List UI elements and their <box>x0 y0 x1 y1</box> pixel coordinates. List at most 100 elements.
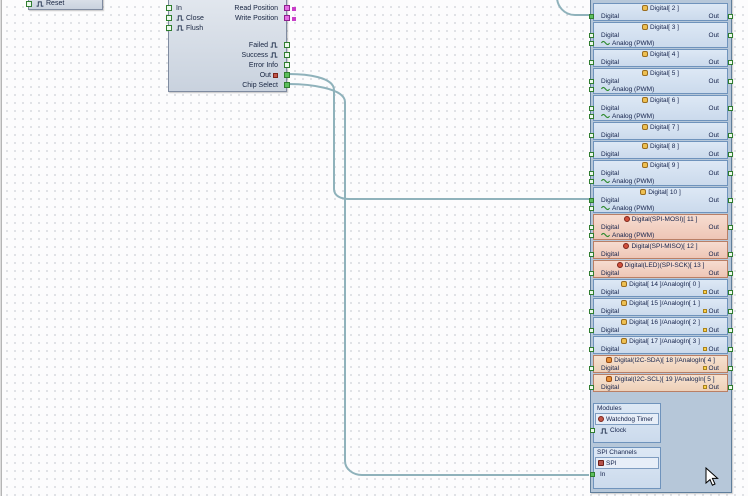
digital-input-pin[interactable] <box>589 365 594 371</box>
digital-out-pin[interactable] <box>728 132 733 138</box>
digital-input-pin[interactable] <box>589 346 594 352</box>
digital-channel[interactable]: Digital[ 17 ]/AnalogIn[ 3 ] Digital Out <box>589 336 733 354</box>
digital-channel[interactable]: Digital[ 6 ] Digital Out Analog (PWM) <box>589 95 733 121</box>
spi-in-pin[interactable] <box>590 472 595 477</box>
digital-out-pin[interactable] <box>728 327 733 333</box>
channel-header: Digital[ 16 ]/AnalogIn[ 2 ] <box>594 318 727 326</box>
digital-out-pin[interactable] <box>728 105 733 111</box>
digital-input-pin[interactable] <box>589 13 594 19</box>
digital-out-pin[interactable] <box>728 59 733 65</box>
arduino-board-component[interactable]: Digital[ 2 ] Digital Out Digital[ 3 ] Di… <box>589 0 733 493</box>
output-pin[interactable] <box>284 15 290 21</box>
digital-out-pin[interactable] <box>728 270 733 276</box>
pwm-input-pin[interactable] <box>589 113 594 119</box>
clock-input-pin[interactable] <box>590 428 595 433</box>
digital-input-pin[interactable] <box>589 327 594 333</box>
digital-channel[interactable]: Digital(SPI-MOSI)[ 11 ] Digital Out Anal… <box>589 214 733 240</box>
output-pin[interactable] <box>284 82 290 88</box>
digital-channel[interactable]: Digital[ 8 ] Digital Out <box>589 141 733 159</box>
pwm-input-pin[interactable] <box>589 40 594 46</box>
digital-channel[interactable]: Digital[ 4 ] Digital Out <box>589 49 733 67</box>
input-pin[interactable] <box>166 5 172 11</box>
digital-channel[interactable]: Digital[ 15 ]/AnalogIn[ 1 ] Digital Out <box>589 298 733 316</box>
digital-channel[interactable]: Digital[ 3 ] Digital Out Analog (PWM) <box>589 22 733 48</box>
digital-input-pin[interactable] <box>589 32 594 38</box>
reset-input-pin[interactable] <box>26 1 32 7</box>
digital-label: Digital <box>601 364 620 372</box>
pin-label: Out <box>259 71 271 79</box>
digital-input-pin[interactable] <box>589 59 594 65</box>
digital-label: Digital <box>601 77 620 85</box>
output-pin[interactable] <box>284 62 290 68</box>
spi-item[interactable]: SPI <box>595 457 659 469</box>
digital-out-pin[interactable] <box>728 170 733 176</box>
wire-to-digital2[interactable] <box>556 0 589 16</box>
digital-out-pin[interactable] <box>728 289 733 295</box>
analogin-marker-icon <box>702 290 707 294</box>
digital-channel[interactable]: Digital[ 9 ] Digital Out Analog (PWM) <box>589 160 733 186</box>
input-pin[interactable] <box>166 15 172 21</box>
digital-channel[interactable]: Digital[ 5 ] Digital Out Analog (PWM) <box>589 68 733 94</box>
digital-out-pin[interactable] <box>728 251 733 257</box>
pin-label: In <box>176 4 182 12</box>
digital-channel[interactable]: Digital(LED)(SPI-SCK)[ 13 ] Digital Out <box>589 260 733 278</box>
digital-input-pin[interactable] <box>589 197 594 203</box>
modules-section[interactable]: Modules Watchdog Timer Clock <box>590 403 661 443</box>
channel-type-icon <box>621 281 628 287</box>
output-pin[interactable] <box>284 72 290 78</box>
watchdog-timer-item[interactable]: Watchdog Timer <box>595 413 659 425</box>
pwm-label: Analog (PWM) <box>612 39 655 47</box>
digital-out-pin[interactable] <box>728 308 733 314</box>
digital-out-pin[interactable] <box>728 346 733 352</box>
digital-channel[interactable]: Digital[ 10 ] Digital Out Analog (PWM) <box>589 187 733 213</box>
digital-input-pin[interactable] <box>589 384 594 390</box>
digital-channel[interactable]: Digital[ 2 ] Digital Out <box>589 3 733 21</box>
output-pin[interactable] <box>284 5 290 11</box>
digital-out-pin[interactable] <box>728 78 733 84</box>
output-pin[interactable] <box>284 52 290 58</box>
input-pin[interactable] <box>166 25 172 31</box>
pwm-input-pin[interactable] <box>589 205 594 211</box>
reset-block[interactable]: Reset <box>26 0 103 10</box>
wire-out-to-digital10[interactable] <box>288 73 589 200</box>
output-pin[interactable] <box>284 42 290 48</box>
digital-out-pin[interactable] <box>728 13 733 19</box>
analog-wave-icon <box>601 40 610 46</box>
pwm-input-pin[interactable] <box>589 86 594 92</box>
digital-channel[interactable]: Digital[ 7 ] Digital Out <box>589 122 733 140</box>
digital-input-pin[interactable] <box>589 308 594 314</box>
digital-out-pin[interactable] <box>728 151 733 157</box>
channel-pin-row: Digital Out <box>589 307 733 315</box>
spi-channels-section[interactable]: SPI Channels SPI In <box>590 447 661 489</box>
wire-chipselect-to-spi-in[interactable] <box>288 83 589 476</box>
digital-input-pin[interactable] <box>589 151 594 157</box>
digital-channel[interactable]: Digital[ 16 ]/AnalogIn[ 2 ] Digital Out <box>589 317 733 335</box>
digital-input-pin[interactable] <box>589 289 594 295</box>
digital-channel[interactable]: Digital(SPI-MISO)[ 12 ] Digital Out <box>589 241 733 259</box>
digital-out-pin[interactable] <box>728 224 733 230</box>
digital-input-pin[interactable] <box>589 105 594 111</box>
digital-out-pin[interactable] <box>728 365 733 371</box>
digital-channel[interactable]: Digital(I2C-SDA)[ 18 ]/AnalogIn[ 4 ] Dig… <box>589 355 733 373</box>
digital-out-pin[interactable] <box>728 384 733 390</box>
digital-input-pin[interactable] <box>589 78 594 84</box>
channel-type-icon <box>621 300 628 306</box>
digital-out-pin[interactable] <box>728 197 733 203</box>
pwm-input-pin[interactable] <box>589 178 594 184</box>
digital-input-pin[interactable] <box>589 132 594 138</box>
analog-wave-icon <box>601 232 610 238</box>
digital-label: Digital <box>601 307 620 315</box>
digital-label: Digital <box>601 383 620 391</box>
digital-channel[interactable]: Digital(I2C-SCL)[ 19 ]/AnalogIn[ 5 ] Dig… <box>589 374 733 392</box>
digital-input-pin[interactable] <box>589 170 594 176</box>
digital-input-pin[interactable] <box>589 251 594 257</box>
pulse-icon <box>36 1 44 7</box>
digital-out-pin[interactable] <box>728 32 733 38</box>
digital-input-pin[interactable] <box>589 224 594 230</box>
pwm-input-pin[interactable] <box>589 232 594 238</box>
digital-input-pin[interactable] <box>589 270 594 276</box>
channel-pin-row: Digital Out <box>589 196 733 204</box>
digital-channel[interactable]: Digital[ 14 ]/AnalogIn[ 0 ] Digital Out <box>589 279 733 297</box>
